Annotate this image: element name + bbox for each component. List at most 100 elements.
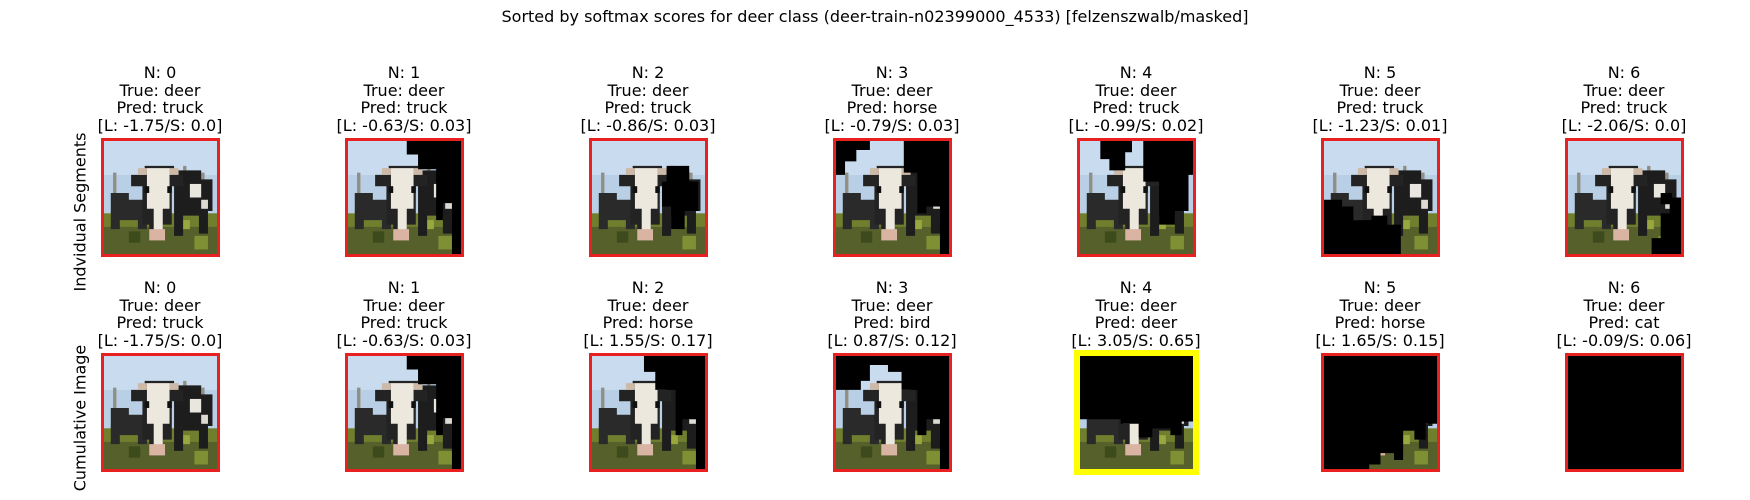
caption-true: True: deer	[363, 80, 445, 100]
caption-true: True: deer	[1583, 295, 1665, 315]
segment-image	[345, 138, 464, 257]
caption-true: True: deer	[1339, 80, 1421, 100]
segment-image	[1565, 353, 1684, 472]
segment-image	[1321, 353, 1440, 472]
caption-pred: Pred: bird	[853, 313, 931, 332]
caption-n: N: 5	[1363, 278, 1397, 297]
caption-score: [L: -0.86/S: 0.03]	[580, 115, 716, 135]
caption-pred: Pred: truck	[1336, 98, 1424, 117]
caption-n: N: 1	[387, 278, 421, 297]
highlighted-segment-image	[1074, 350, 1199, 475]
caption-pred: Pred: truck	[360, 98, 448, 117]
caption-n: N: 0	[143, 63, 177, 82]
caption-true: True: deer	[851, 295, 933, 315]
caption-score: [L: -0.63/S: 0.03]	[336, 115, 472, 135]
caption-n: N: 0	[143, 278, 177, 297]
segment-image	[101, 138, 220, 257]
row-label-cumulative: Cumulative Image	[70, 344, 90, 492]
segment-image	[1565, 138, 1684, 257]
caption-score: [L: -1.23/S: 0.01]	[1312, 115, 1448, 135]
caption-score: [L: -0.99/S: 0.02]	[1068, 115, 1204, 135]
caption-score: [L: 1.65/S: 0.15]	[1315, 330, 1445, 350]
caption-true: True: deer	[1095, 80, 1177, 100]
caption-n: N: 3	[875, 63, 909, 82]
caption-pred: Pred: truck	[604, 98, 692, 117]
caption-score: [L: 0.87/S: 0.12]	[827, 330, 957, 350]
caption-pred: Pred: horse	[602, 313, 694, 332]
caption-true: True: deer	[607, 295, 689, 315]
caption-score: [L: -1.75/S: 0.0]	[97, 115, 223, 135]
caption-score: [L: -2.06/S: 0.0]	[1561, 115, 1687, 135]
caption-true: True: deer	[1095, 295, 1177, 315]
caption-n: N: 2	[631, 278, 665, 297]
segment-image	[589, 353, 708, 472]
segment-image	[1077, 138, 1196, 257]
caption-n: N: 6	[1607, 278, 1641, 297]
caption-true: True: deer	[851, 80, 933, 100]
segment-image	[589, 138, 708, 257]
caption-n: N: 5	[1363, 63, 1397, 82]
caption-n: N: 1	[387, 63, 421, 82]
caption-pred: Pred: truck	[116, 313, 204, 332]
caption-score: [L: -0.63/S: 0.03]	[336, 330, 472, 350]
caption-pred: Pred: truck	[360, 313, 448, 332]
caption-true: True: deer	[1583, 80, 1665, 100]
segment-image	[101, 353, 220, 472]
figure-title: Sorted by softmax scores for deer class …	[501, 7, 1249, 26]
caption-true: True: deer	[363, 295, 445, 315]
caption-score: [L: -1.75/S: 0.0]	[97, 330, 223, 350]
caption-n: N: 2	[631, 63, 665, 82]
caption-n: N: 3	[875, 278, 909, 297]
caption-pred: Pred: horse	[1334, 313, 1426, 332]
segment-image	[1321, 138, 1440, 257]
caption-score: [L: -0.09/S: 0.06]	[1556, 330, 1692, 350]
caption-pred: Pred: truck	[116, 98, 204, 117]
caption-pred: Pred: deer	[1094, 313, 1178, 332]
caption-true: True: deer	[119, 80, 201, 100]
caption-n: N: 6	[1607, 63, 1641, 82]
caption-score: [L: 1.55/S: 0.17]	[583, 330, 713, 350]
segment-image	[833, 138, 952, 257]
caption-true: True: deer	[607, 80, 689, 100]
segment-image	[345, 353, 464, 472]
caption-n: N: 4	[1119, 63, 1153, 82]
caption-pred: Pred: cat	[1588, 313, 1660, 332]
row-label-individual: Indvidual Segments	[70, 132, 90, 292]
caption-true: True: deer	[1339, 295, 1421, 315]
caption-n: N: 4	[1119, 278, 1153, 297]
caption-true: True: deer	[119, 295, 201, 315]
segment-image	[833, 353, 952, 472]
caption-pred: Pred: truck	[1580, 98, 1668, 117]
caption-score: [L: -0.79/S: 0.03]	[824, 115, 960, 135]
caption-pred: Pred: truck	[1092, 98, 1180, 117]
caption-score: [L: 3.05/S: 0.65]	[1071, 330, 1201, 350]
